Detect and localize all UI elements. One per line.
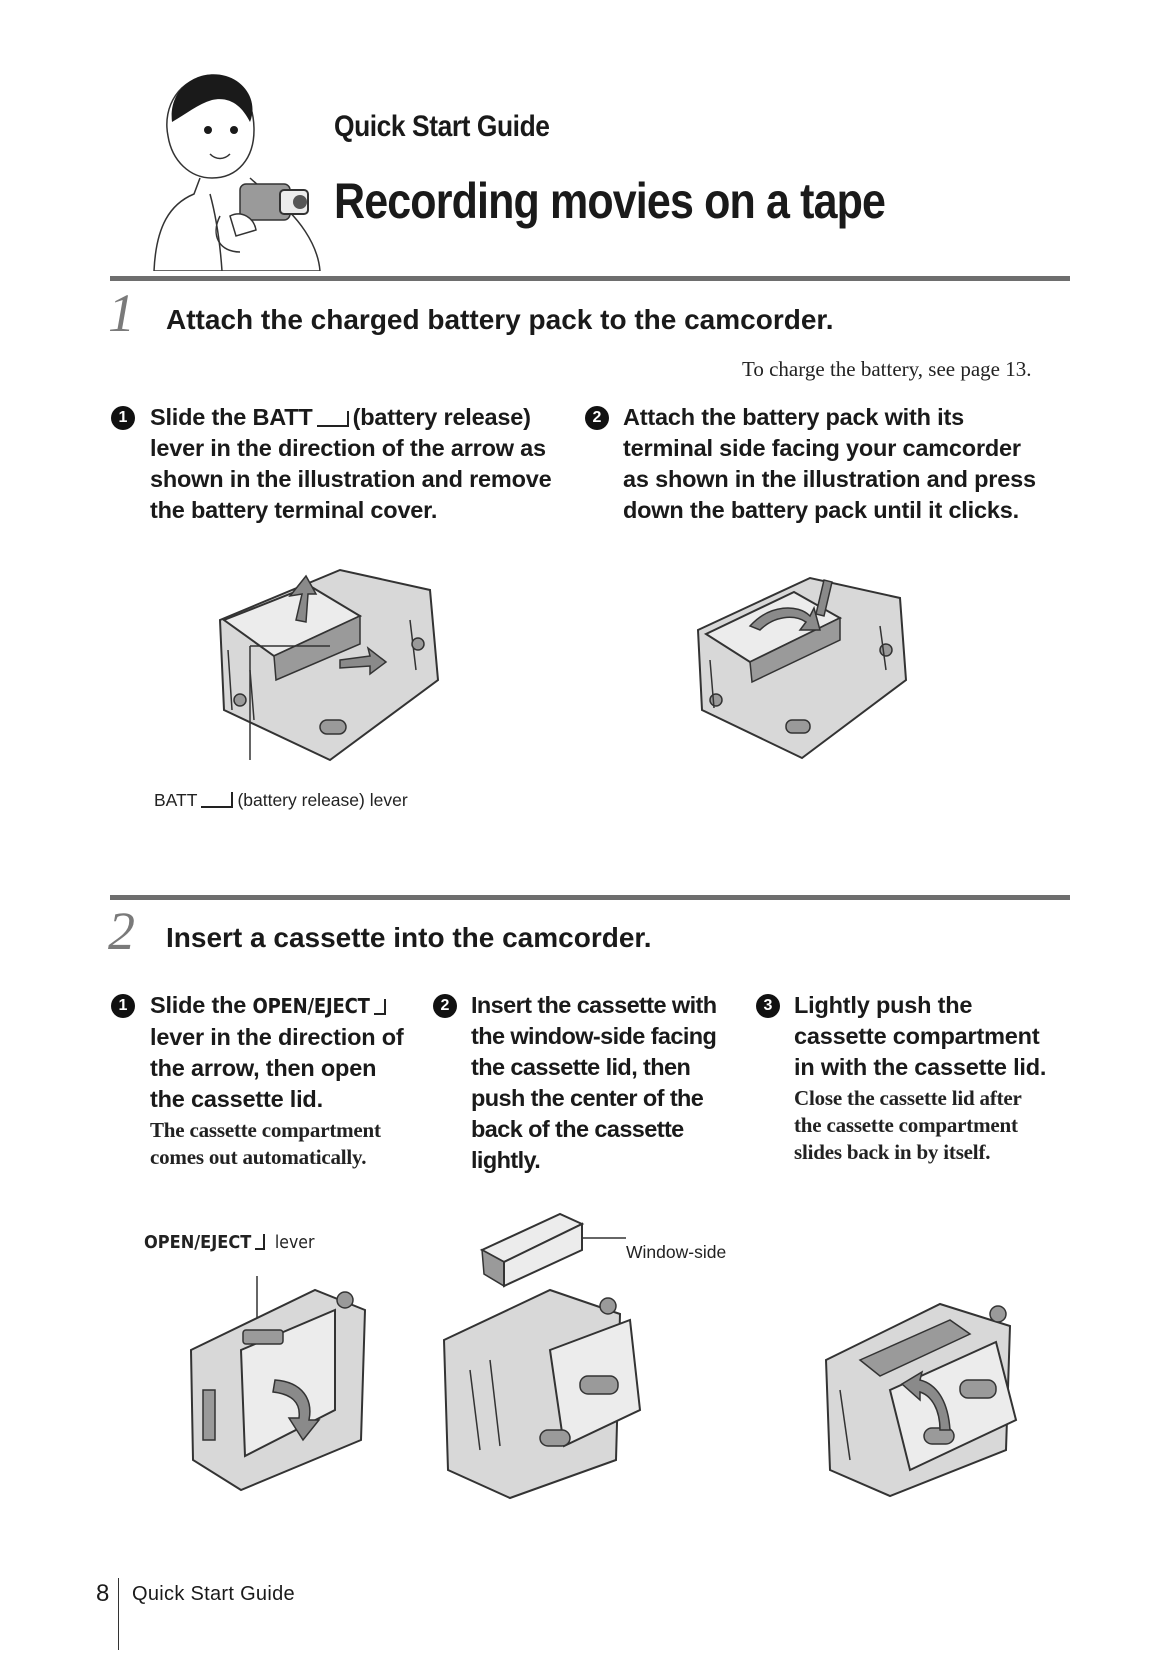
window-side-caption: Window-side [626,1242,727,1262]
step-2-sub-2-badge: 2 [433,994,457,1018]
s2-sub-2-line4: push the center of the [471,1085,704,1111]
batt-lever-caption: BATT (battery release) lever [154,790,408,811]
batt-lever-caption-b: (battery release) lever [237,790,408,810]
section-1-rule [110,276,1070,281]
step-1-sub-2-text: Attach the battery pack with its termina… [623,402,1073,526]
sub-2-line2: terminal side facing your camcorder [623,435,1021,461]
s2-sub-2-line5: back of the cassette [471,1116,684,1142]
step-1-title: Attach the charged battery pack to the c… [166,304,834,335]
s2-sub-3-note1: Close the cassette lid after [794,1086,1022,1110]
step-2-number: 2 [108,901,135,961]
sub-1-line4: the battery terminal cover. [150,497,438,523]
footer-label: Quick Start Guide [132,1583,295,1605]
camcorder-open-lid-illustration [189,1276,367,1492]
s2-sub-2-line3: the cassette lid, then [471,1054,691,1080]
s2-sub-3-note3: slides back in by itself. [794,1140,991,1164]
open-eject-label: OPEN/EJECT [252,994,370,1018]
batt-lever-caption-a: BATT [154,790,198,810]
sub-2-line4: down the battery pack until it clicks. [623,497,1019,523]
step-2-title: Insert a cassette into the camcorder. [166,922,652,953]
s2-sub-1-line1-a: Slide the [150,992,247,1018]
step-1-number: 1 [108,283,135,343]
step-2-sub-2-text: Insert the cassette with the window-side… [471,990,761,1176]
s2-sub-3-line1: Lightly push the [794,992,973,1018]
s2-sub-1-line2: lever in the direction of [150,1024,404,1050]
person-with-camcorder-illustration [153,74,321,271]
step-2-sub-3-badge: 3 [756,994,780,1018]
step-2-sub-3-text: Lightly push the cassette compartment in… [794,990,1084,1166]
s2-sub-2-line6: lightly. [471,1147,541,1173]
s2-sub-1-line4: the cassette lid. [150,1086,323,1112]
step-1-sub-2-badge: 2 [585,406,609,430]
step-1-sub-1-badge: 1 [111,406,135,430]
sub-2-line3: as shown in the illustration and press [623,466,1036,492]
s2-sub-1-line3: the arrow, then open [150,1055,377,1081]
step-2-sub-1-text: Slide the OPEN/EJECT lever in the direct… [150,990,440,1171]
s2-sub-3-note2: the cassette compartment [794,1113,1018,1137]
guide-kicker: Quick Start Guide [334,110,550,143]
open-eject-caption-a: OPEN/EJECT [144,1232,252,1253]
camcorder-battery-attach-illustration [696,576,908,760]
s2-sub-3-line3: in with the cassette lid. [794,1054,1047,1080]
sub-1-line1-b: (battery release) [352,404,531,430]
open-eject-caption-icon [255,1234,266,1250]
page-title: Recording movies on a tape [334,173,886,229]
step-2-sub-1-badge: 1 [111,994,135,1018]
sub-1-line2: lever in the direction of the arrow as [150,435,546,461]
s2-sub-3-line2: cassette compartment [794,1023,1040,1049]
camcorder-insert-cassette-illustration [442,1212,642,1500]
footer-divider [118,1578,119,1650]
section-2-rule [110,895,1070,900]
sub-1-line1-a: Slide the BATT [150,404,313,430]
open-eject-caption-b: lever [274,1233,315,1253]
step-1-sub-1-text: Slide the BATT (battery release) lever in… [150,402,590,526]
step-1-note: To charge the battery, see page 13. [742,357,1032,381]
s2-sub-2-line1: Insert the cassette with [471,992,717,1018]
s2-sub-1-note1: The cassette compartment [150,1118,381,1142]
page-number: 8 [96,1580,110,1607]
sub-1-line3: shown in the illustration and remove [150,466,552,492]
open-eject-icon [373,999,386,1015]
batt-caption-icon [201,792,234,808]
open-eject-lever-caption: OPEN/EJECT lever [144,1232,314,1253]
camcorder-close-compartment-illustration [824,1302,1018,1498]
s2-sub-1-note2: comes out automatically. [150,1145,367,1169]
batt-release-icon [316,411,349,427]
s2-sub-2-line2: the window-side facing [471,1023,717,1049]
camcorder-battery-release-illustration [218,568,440,762]
sub-2-line1: Attach the battery pack with its [623,404,964,430]
